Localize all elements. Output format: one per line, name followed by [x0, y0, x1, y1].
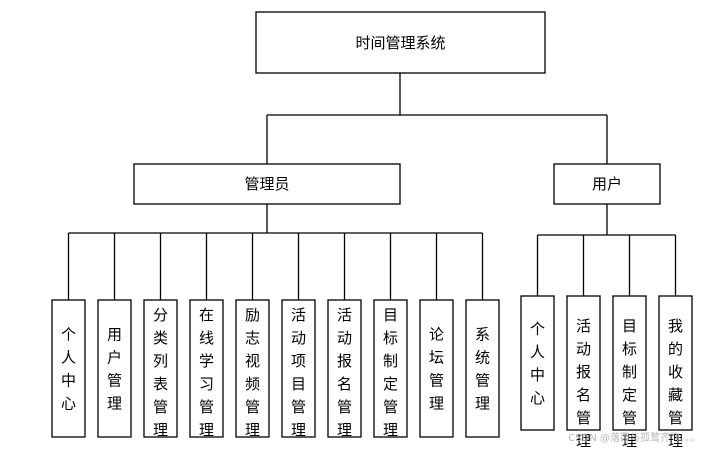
leaf-node-admin: 目标制定管理	[373, 299, 408, 439]
leaf-node-label: 个人中心	[61, 326, 76, 413]
watermark: CSDN @落霞与孤鹜齐飞。。。	[568, 431, 700, 444]
leaf-node-admin: 论坛管理	[419, 299, 454, 438]
leaf-node-label: 活动报名管理	[576, 317, 591, 449]
leaf-node-label: 分类列表管理	[153, 306, 168, 439]
branch-node-admin: 管理员	[133, 163, 401, 205]
leaf-node-label: 活动项目管理	[291, 306, 306, 439]
leaf-node-user: 个人中心	[520, 295, 555, 431]
leaf-node-admin: 活动报名管理	[327, 299, 362, 439]
leaf-node-label: 论坛管理	[429, 326, 444, 413]
leaf-node-user: 我的收藏管理	[658, 295, 693, 449]
branch-admin-label: 管理员	[244, 175, 289, 193]
leaf-node-admin: 活动项目管理	[281, 299, 316, 439]
leaf-node-label: 用户管理	[107, 326, 122, 413]
leaf-node-label: 在线学习管理	[199, 306, 214, 439]
leaf-node-label: 励志视频管理	[245, 306, 260, 439]
leaf-nodes: 个人中心 用户管理 分类列表管理 在线学习管理 励志视频管理 活动项目管理 活动报名管理 目标…	[51, 295, 693, 449]
leaf-node-admin: 分类列表管理	[143, 299, 178, 439]
leaf-node-admin: 用户管理	[97, 299, 132, 438]
leaf-node-label: 活动报名管理	[337, 306, 352, 439]
leaf-node-label: 我的收藏管理	[668, 317, 683, 449]
leaf-node-label: 目标制定管理	[383, 306, 398, 439]
leaf-node-label: 目标制定管理	[622, 317, 637, 449]
leaf-node-admin: 在线学习管理	[189, 299, 224, 439]
leaf-node-admin: 个人中心	[51, 299, 86, 438]
leaf-node-label: 系统管理	[475, 326, 490, 413]
branch-user-label: 用户	[592, 175, 622, 193]
connector-lines	[67, 73, 677, 300]
root-node-label: 时间管理系统	[355, 34, 445, 52]
leaf-node-admin: 系统管理	[465, 299, 500, 438]
leaf-node-admin: 励志视频管理	[235, 299, 270, 439]
root-node: 时间管理系统	[255, 11, 546, 74]
leaf-node-user: 活动报名管理	[566, 295, 601, 449]
leaf-node-label: 个人中心	[530, 320, 545, 407]
branch-node-user: 用户	[553, 163, 661, 205]
leaf-node-user: 目标制定管理	[612, 295, 647, 449]
